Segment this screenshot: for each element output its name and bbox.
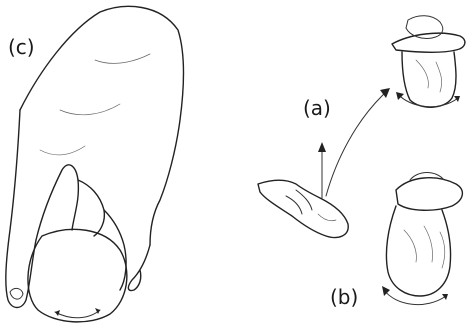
hand-b-illustration	[382, 173, 462, 305]
label-b: (b)	[330, 287, 358, 307]
hand-top-illustration	[392, 16, 465, 108]
label-a: (a)	[303, 98, 331, 118]
label-c: (c)	[8, 37, 35, 57]
